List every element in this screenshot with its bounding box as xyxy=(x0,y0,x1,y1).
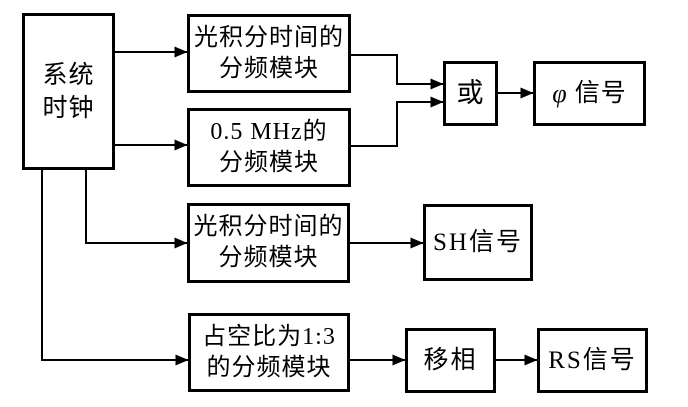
integration-divider-mid-line2: 分频模块 xyxy=(218,245,319,271)
connector-divider1-to-or xyxy=(351,54,444,90)
mhz-divider-line1: 0.5 MHz的 xyxy=(210,118,328,145)
sh-signal-block: SH信号 xyxy=(423,204,533,281)
or-gate-block: 或 xyxy=(443,61,498,126)
rs-signal-block: RS信号 xyxy=(537,328,648,393)
phi-signal-label: 信号 xyxy=(574,80,627,107)
integration-divider-mid-line1: 光积分时间的 xyxy=(193,214,344,240)
phase-shifter-block: 移相 xyxy=(405,328,496,393)
phase-shifter-label: 移相 xyxy=(423,347,478,374)
duty-ratio-divider-line1: 占空比为1:3 xyxy=(202,323,336,350)
or-gate-label: 或 xyxy=(456,78,485,108)
system-clock-block: 系统 时钟 xyxy=(22,13,115,170)
integration-divider-top-line2: 分频模块 xyxy=(219,55,319,82)
connector-clock-to-divider3 xyxy=(85,170,188,249)
system-clock-line2: 时钟 xyxy=(42,94,95,122)
integration-divider-top-line1: 光积分时间的 xyxy=(194,24,344,51)
phi-signal-block: φ 信号 xyxy=(533,61,646,126)
duty-ratio-divider-line2: 的分频模块 xyxy=(206,354,332,381)
mhz-divider-line2: 分频模块 xyxy=(219,149,319,176)
mhz-divider-block: 0.5 MHz的 分频模块 xyxy=(187,108,351,187)
integration-divider-mid-block: 光积分时间的 分频模块 xyxy=(187,203,350,283)
sh-signal-label: SH信号 xyxy=(433,229,523,256)
phi-symbol: φ xyxy=(552,79,568,108)
duty-ratio-divider-block: 占空比为1:3 的分频模块 xyxy=(188,313,350,392)
rs-signal-label: RS信号 xyxy=(548,347,637,374)
connector-clock-to-divider4 xyxy=(41,170,189,366)
connector-divider2-to-or xyxy=(351,96,444,147)
integration-divider-top-block: 光积分时间的 分频模块 xyxy=(187,14,351,93)
system-clock-line1: 系统 xyxy=(42,61,95,89)
